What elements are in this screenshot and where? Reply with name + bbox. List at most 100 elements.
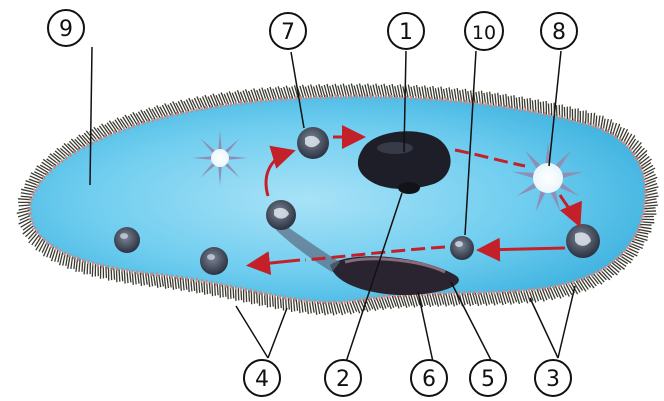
cilium	[124, 270, 125, 283]
cilium	[606, 119, 609, 131]
cilium	[468, 91, 470, 102]
cilium	[397, 85, 400, 97]
cilium	[209, 282, 210, 293]
cilium	[178, 277, 179, 288]
cilium	[433, 86, 435, 99]
cilium	[159, 275, 161, 287]
cilium	[503, 95, 504, 107]
callout-9: 9	[48, 10, 84, 46]
callout-1-label: 1	[399, 20, 413, 45]
cilium	[543, 101, 544, 113]
cilium	[643, 168, 655, 174]
cilium	[307, 301, 308, 314]
cilium	[601, 116, 603, 129]
callout-10-label: 10	[472, 22, 496, 44]
cilium	[457, 88, 459, 101]
cilium	[32, 235, 39, 245]
cilium	[217, 284, 218, 295]
callout-3: 3	[535, 360, 571, 396]
cilium	[17, 210, 30, 213]
callout-7-label: 7	[281, 20, 295, 45]
cilium	[183, 278, 184, 290]
cilium	[35, 237, 41, 247]
cilium	[199, 280, 200, 292]
cilium	[636, 234, 648, 237]
cilium	[74, 258, 75, 269]
cilium	[320, 302, 322, 313]
cilium	[514, 95, 515, 108]
cilium	[283, 297, 284, 310]
cilium	[522, 97, 523, 110]
cilium	[618, 258, 628, 264]
callout-8: 8	[541, 13, 577, 49]
cilium	[646, 193, 658, 196]
cilium	[119, 269, 120, 281]
cilium	[164, 275, 165, 288]
cilium	[610, 264, 619, 272]
cilium	[204, 281, 205, 294]
cilium	[302, 300, 303, 312]
cilium	[638, 229, 651, 232]
callout-6: 6	[411, 360, 447, 396]
cilium	[508, 96, 509, 107]
cilium	[193, 280, 194, 291]
callout-3-label: 3	[546, 367, 560, 392]
cilium	[644, 208, 655, 209]
cilium	[392, 84, 395, 97]
cilium	[532, 100, 533, 111]
cilium	[79, 259, 80, 271]
cilium	[479, 91, 481, 103]
cilium	[272, 295, 273, 306]
cilium	[131, 114, 137, 125]
callout-10: 10	[465, 12, 503, 50]
cilium	[556, 105, 557, 116]
cilium	[640, 224, 651, 225]
micronucleus	[398, 182, 420, 194]
callout-7: 7	[270, 13, 306, 49]
digestive-vacuole-left-1	[114, 227, 140, 253]
cilium	[154, 107, 160, 118]
cilium	[28, 231, 36, 239]
callout-1: 1	[388, 13, 424, 49]
cilium	[640, 156, 650, 164]
cilium	[233, 287, 234, 298]
cilium	[331, 302, 334, 315]
callout-9-label: 9	[59, 17, 73, 42]
cilium	[548, 104, 549, 115]
arrow-vacuole-to-10	[482, 248, 565, 250]
cilium	[66, 255, 68, 266]
cilium	[138, 112, 144, 123]
cilium	[42, 162, 52, 169]
cilium	[422, 86, 424, 98]
cilium	[148, 274, 149, 287]
cilium	[368, 84, 371, 97]
cilium	[462, 90, 464, 102]
macronucleus-highlight	[377, 142, 413, 154]
cilium	[84, 261, 85, 274]
cilium	[138, 272, 139, 283]
digestive-vacuole-7	[297, 127, 329, 159]
cilium	[63, 253, 65, 265]
cilium	[586, 110, 587, 123]
callout-5: 5	[470, 360, 506, 396]
cilium	[492, 94, 493, 105]
cilium	[427, 88, 429, 99]
cilium	[278, 296, 279, 308]
cilium	[40, 165, 50, 171]
cilium	[130, 271, 131, 282]
cilium	[143, 273, 144, 285]
callout-5-label: 5	[481, 367, 495, 392]
cilium	[21, 196, 32, 197]
cilium	[114, 268, 115, 279]
cilium	[591, 113, 592, 125]
cilium	[527, 98, 528, 110]
cilium	[326, 302, 329, 314]
digestive-vacuole-left-2	[200, 247, 228, 275]
cilium	[443, 89, 445, 100]
cilium	[223, 285, 224, 297]
cilium	[296, 299, 297, 310]
cilium	[636, 148, 645, 157]
cilium	[154, 274, 156, 285]
cilium	[257, 292, 258, 303]
